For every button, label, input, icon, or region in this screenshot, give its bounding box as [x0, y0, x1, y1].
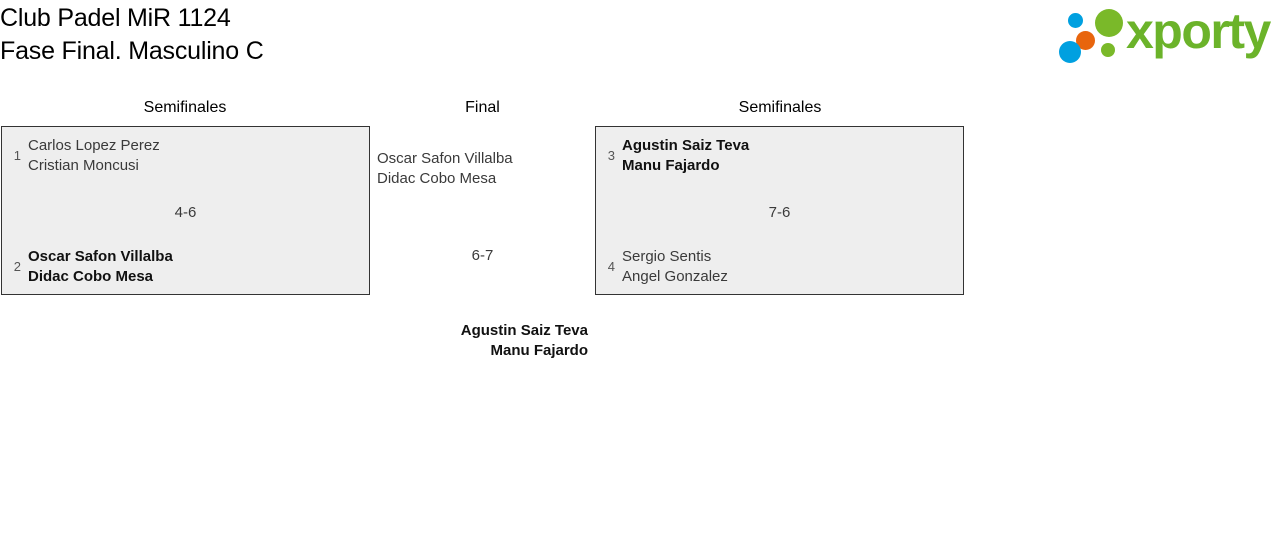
- player-name-1: Oscar Safon Villalba: [28, 248, 173, 265]
- title-line-2: Fase Final. Masculino C: [0, 37, 264, 65]
- round-title-semifinals-left: Semifinales: [143, 99, 227, 116]
- match-right-participant-bottom[interactable]: 4 Sergio Sentis Angel Gonzalez: [595, 247, 964, 286]
- participant-names: Oscar Safon Villalba Didac Cobo Mesa: [21, 247, 173, 286]
- round-title-semifinals-right: Semifinales: [738, 99, 822, 116]
- match-right-participant-top[interactable]: 3 Agustin Saiz Teva Manu Fajardo: [595, 136, 964, 175]
- xporty-logo[interactable]: xporty: [1046, 3, 1274, 63]
- player-name-1: Carlos Lopez Perez: [28, 137, 160, 154]
- seed-number: 3: [607, 147, 615, 163]
- match-right-score: 7-6: [768, 204, 791, 221]
- player-name-2: Cristian Moncusi: [28, 156, 139, 174]
- match-semifinal-right[interactable]: [595, 126, 964, 295]
- player-name-1: Sergio Sentis: [622, 248, 712, 265]
- logo-dot-blue-large-icon: [1059, 41, 1081, 63]
- round-title-final: Final: [465, 99, 500, 116]
- participant-names: Sergio Sentis Angel Gonzalez: [615, 247, 728, 286]
- page-header: Club Padel MiR 1124 Fase Final. Masculin…: [0, 0, 1280, 80]
- final-participant-top[interactable]: Oscar Safon Villalba Didac Cobo Mesa: [377, 149, 513, 188]
- player-name-2: Didac Cobo Mesa: [28, 267, 154, 285]
- final-participant-champion[interactable]: Agustin Saiz Teva Manu Fajardo: [371, 321, 588, 360]
- logo-dots-icon: [1054, 8, 1138, 63]
- player-name-2: Didac Cobo Mesa: [377, 169, 497, 187]
- match-semifinal-left[interactable]: [1, 126, 370, 295]
- player-name-1: Agustin Saiz Teva: [460, 322, 588, 339]
- match-left-participant-top[interactable]: 1 Carlos Lopez Perez Cristian Moncusi: [1, 136, 370, 175]
- player-name-1: Agustin Saiz Teva: [622, 137, 750, 154]
- seed-number: 1: [13, 147, 21, 163]
- logo-dot-green-small-icon: [1101, 43, 1115, 57]
- page-title: Club Padel MiR 1124 Fase Final. Masculin…: [0, 2, 264, 68]
- logo-dot-orange-icon: [1076, 31, 1095, 50]
- player-name-2: Manu Fajardo: [490, 341, 588, 359]
- seed-number: 4: [607, 258, 615, 274]
- match-final[interactable]: Oscar Safon Villalba Didac Cobo Mesa 6-7…: [371, 126, 594, 361]
- participant-names: Agustin Saiz Teva Manu Fajardo: [615, 136, 749, 175]
- match-left-score: 4-6: [174, 204, 197, 221]
- title-line-1: Club Padel MiR 1124: [0, 4, 231, 32]
- player-name-2: Angel Gonzalez: [622, 267, 728, 285]
- seed-number: 2: [13, 258, 21, 274]
- player-name-2: Manu Fajardo: [622, 156, 720, 174]
- logo-dot-blue-small-icon: [1068, 13, 1083, 28]
- logo-dot-green-large-icon: [1095, 9, 1123, 37]
- match-final-score: 6-7: [471, 247, 494, 264]
- player-name-1: Oscar Safon Villalba: [377, 150, 513, 167]
- participant-names: Carlos Lopez Perez Cristian Moncusi: [21, 136, 160, 175]
- match-left-participant-bottom[interactable]: 2 Oscar Safon Villalba Didac Cobo Mesa: [1, 247, 370, 286]
- logo-wordmark: xporty: [1126, 3, 1271, 59]
